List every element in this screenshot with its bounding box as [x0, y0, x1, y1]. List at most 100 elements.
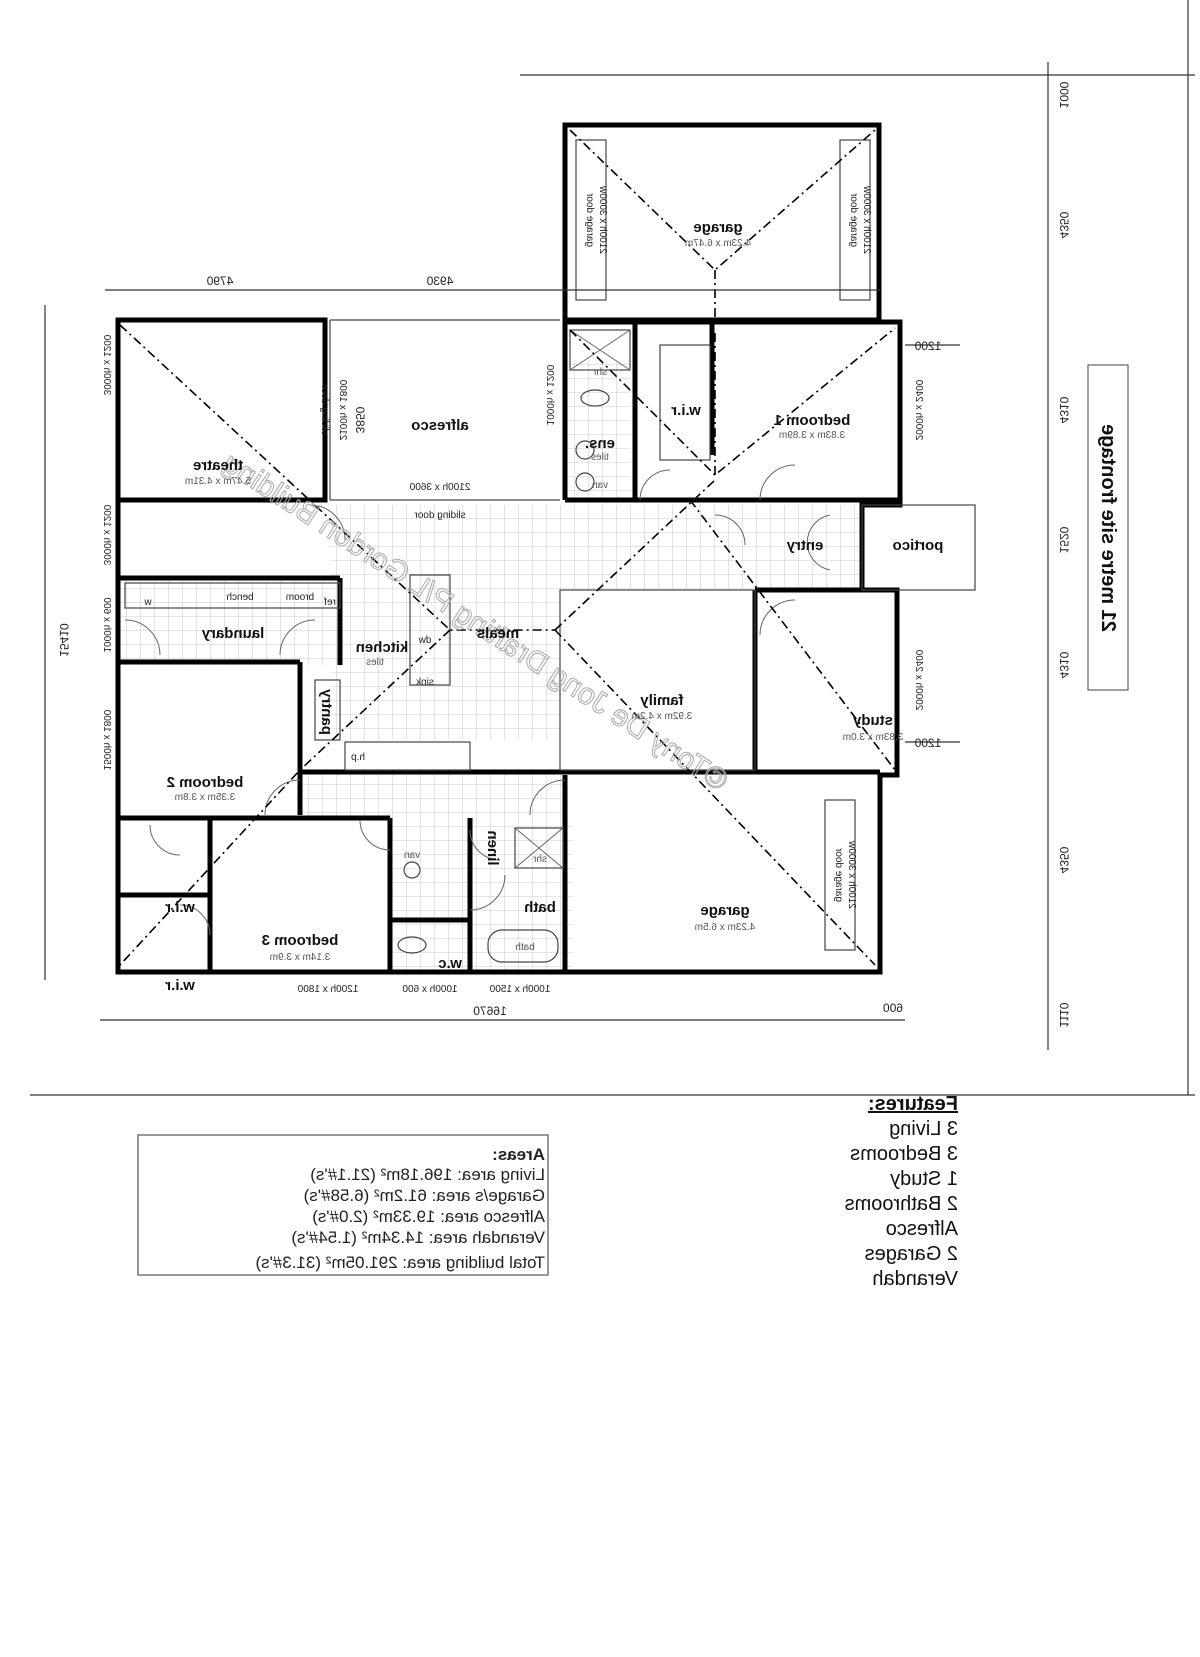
room-alfresco: alfresco — [411, 417, 469, 434]
dim-right-4: 1520 — [1057, 526, 1071, 553]
window-label: 1500h x 1800 — [101, 709, 112, 770]
bathtub — [487, 929, 559, 963]
window-label: 1000h x 600 — [101, 597, 112, 652]
room-theatre-size: 5.47m x 4.31m — [185, 476, 251, 487]
alfresco-opening: 2100h x 3600 — [409, 482, 470, 493]
garage-door-label: garage door — [848, 192, 859, 247]
feature-item: 3 Living — [889, 1118, 958, 1140]
dim-right-2: 4350 — [1057, 211, 1071, 238]
bath-shr: shr — [532, 854, 547, 865]
dim-right-3: 4310 — [1057, 396, 1071, 423]
feature-item: Verandah — [872, 1268, 958, 1290]
ensuite-shower — [569, 329, 631, 371]
features-heading: Features: — [868, 1093, 958, 1115]
bath-van: van — [404, 850, 420, 861]
room-bedroom2-size: 3.35m x 3.8m — [175, 792, 236, 803]
kitchen-sink: sink — [415, 677, 434, 688]
room-garage-bottom: garage — [700, 902, 749, 919]
room-kitchen: kitchen — [356, 639, 409, 656]
window-label: 2000h x 2400 — [913, 649, 924, 710]
areas-line: Living area: 196.18m² (21.1#'s) — [310, 1165, 545, 1184]
room-bedroom2: bedroom 2 — [167, 774, 244, 791]
walls — [115, 122, 976, 975]
room-study-size: 3.83m x 3.0m — [843, 732, 904, 743]
feature-item: 1 Study — [890, 1168, 958, 1190]
areas-panel: Areas: Living area: 196.18m² (21.1#'s) G… — [137, 1134, 549, 1276]
doors — [124, 464, 831, 936]
dim-top-2: 4930 — [426, 274, 453, 288]
window-label: 3000h x 1200 — [101, 334, 112, 395]
window-label: 1200h x 1800 — [297, 984, 358, 995]
dim-bottom-total: 16670 — [473, 1004, 507, 1018]
sliding-door-label: sliding door — [414, 510, 466, 521]
tiled-floor — [120, 360, 860, 970]
dimension-lines — [44, 62, 1049, 1050]
roof-lines — [119, 129, 896, 966]
kitchen-pantry: pantry — [318, 688, 335, 735]
site-boundary — [30, 0, 1195, 1096]
dim-right-5: 4310 — [1057, 651, 1071, 678]
pantry-cupboard — [314, 679, 341, 741]
garage-door-label: garage door — [833, 847, 844, 902]
window-label: 2000h x 2400 — [913, 379, 924, 440]
garage-door-size: 2100h x 3000w — [861, 185, 872, 254]
garage-door-label: garage door — [584, 192, 595, 247]
laundry-ref: ref — [324, 597, 336, 608]
window-label: 1000h x 1500 — [489, 984, 550, 995]
garage-door-size: 2100h x 3000w — [597, 185, 608, 254]
dim-right-1: 1000 — [1057, 81, 1071, 108]
areas-line: Alfresco area: 19.33m² (2.0#'s) — [312, 1207, 545, 1226]
feature-item: 3 Bedrooms — [850, 1143, 958, 1165]
room-bedroom3-size: 3.14m x 3.9m — [270, 952, 331, 963]
dim-left-total: 15410 — [57, 623, 71, 657]
areas-heading: Areas: — [492, 1145, 545, 1164]
room-meals: meals — [477, 625, 520, 642]
dim-right-6: 4350 — [1057, 846, 1071, 873]
room-family: family — [640, 692, 684, 709]
ensuite-van: van — [592, 480, 608, 491]
room-portico: portico — [893, 537, 944, 554]
room-bedroom3: bedroom 3 — [262, 932, 339, 949]
room-ensuite: ens. — [585, 435, 615, 452]
areas-line: Garage/s area: 61.2m² (6.58#'s) — [304, 1186, 545, 1205]
features-panel: Features: 3 Living 3 Bedrooms 1 Study 2 … — [845, 1093, 958, 1290]
room-laundry: laundary — [201, 625, 264, 642]
areas-line: Verandah area: 14.34m² (1.54#'s) — [291, 1228, 545, 1247]
dim-right-7: 1110 — [1057, 1002, 1071, 1027]
room-garage-top: garage — [693, 219, 742, 236]
room-garage-top-size: 4.23m x 6.47m — [685, 238, 751, 249]
window-label: 2100h x 1800 — [337, 379, 348, 440]
dim-bottom-offset: 600 — [883, 1001, 903, 1015]
room-linen: linen — [484, 830, 501, 865]
kitchen-hp: h.p — [351, 752, 365, 763]
bathtub-label: bath — [515, 942, 534, 953]
room-bath: bath — [524, 899, 556, 916]
cooktop-bench — [344, 741, 471, 771]
laundry-w: w — [144, 597, 153, 608]
bath-shower — [514, 827, 564, 869]
laundry-bench: bench — [226, 592, 253, 603]
basin — [403, 861, 421, 879]
room-theatre: theatre — [193, 457, 243, 474]
feature-item: Alfresco — [886, 1218, 958, 1240]
room-wc: w.c — [438, 955, 463, 972]
room-wir-3: w.i.r — [165, 977, 196, 994]
window-label: 1000h x 1200 — [544, 364, 555, 425]
fixtures — [124, 139, 871, 963]
room-entry: entry — [786, 537, 823, 554]
kitchen-finish: tiles — [366, 657, 384, 668]
room-wir-1: w.i.r — [671, 402, 702, 419]
window-label: 3000h x 1200 — [101, 504, 112, 565]
dim-portico-2: 1200 — [914, 736, 941, 750]
room-family-size: 3.92m x 4.2m — [632, 711, 693, 722]
room-study: study — [852, 712, 893, 729]
page-title: 21 metre site frontage — [1097, 424, 1119, 632]
dim-portico-1: 1200 — [914, 339, 941, 353]
areas-total: Total building area: 291.05m² (31.3#'s) — [255, 1253, 545, 1272]
room-wir-2: w.i.r — [165, 899, 196, 916]
ensuite-finish: tiles — [591, 452, 609, 463]
kitchen-dw: dw — [418, 635, 432, 646]
dim-top-1: 4790 — [206, 274, 233, 288]
window-label: 1000h x 600 — [402, 984, 457, 995]
